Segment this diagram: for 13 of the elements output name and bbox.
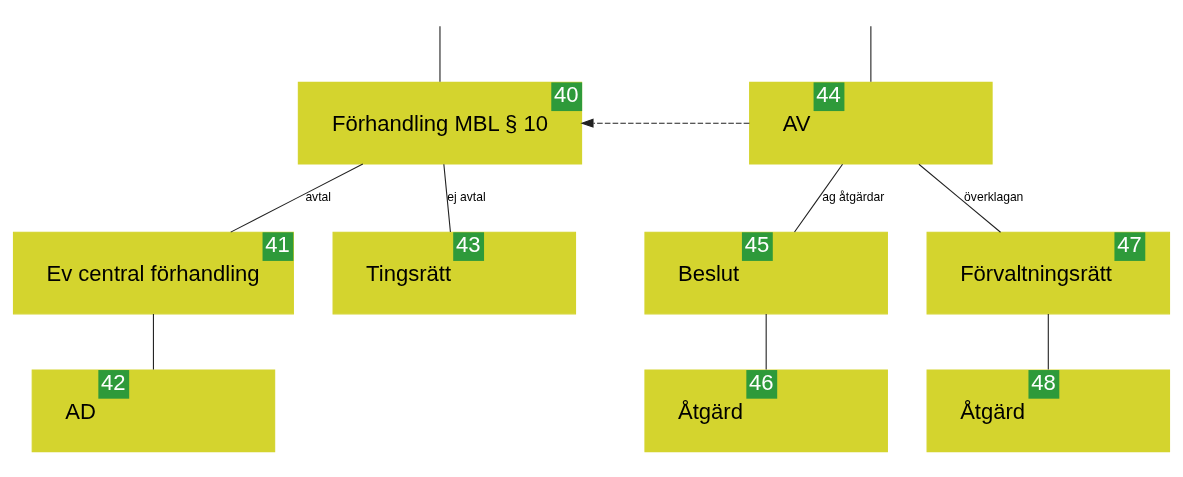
connector (443, 163, 451, 233)
connector (1047, 313, 1049, 371)
connector (765, 313, 767, 371)
connector (794, 163, 844, 233)
edge-label: ag åtgärdar (822, 190, 885, 205)
connector (918, 163, 1002, 233)
connector (230, 163, 364, 233)
edge-label: ej avtal (447, 190, 486, 205)
edge-label: överklagan (964, 190, 1024, 205)
arrow (580, 118, 750, 128)
connector (870, 25, 872, 83)
connector (152, 313, 154, 371)
edge-label: avtal (305, 190, 331, 205)
